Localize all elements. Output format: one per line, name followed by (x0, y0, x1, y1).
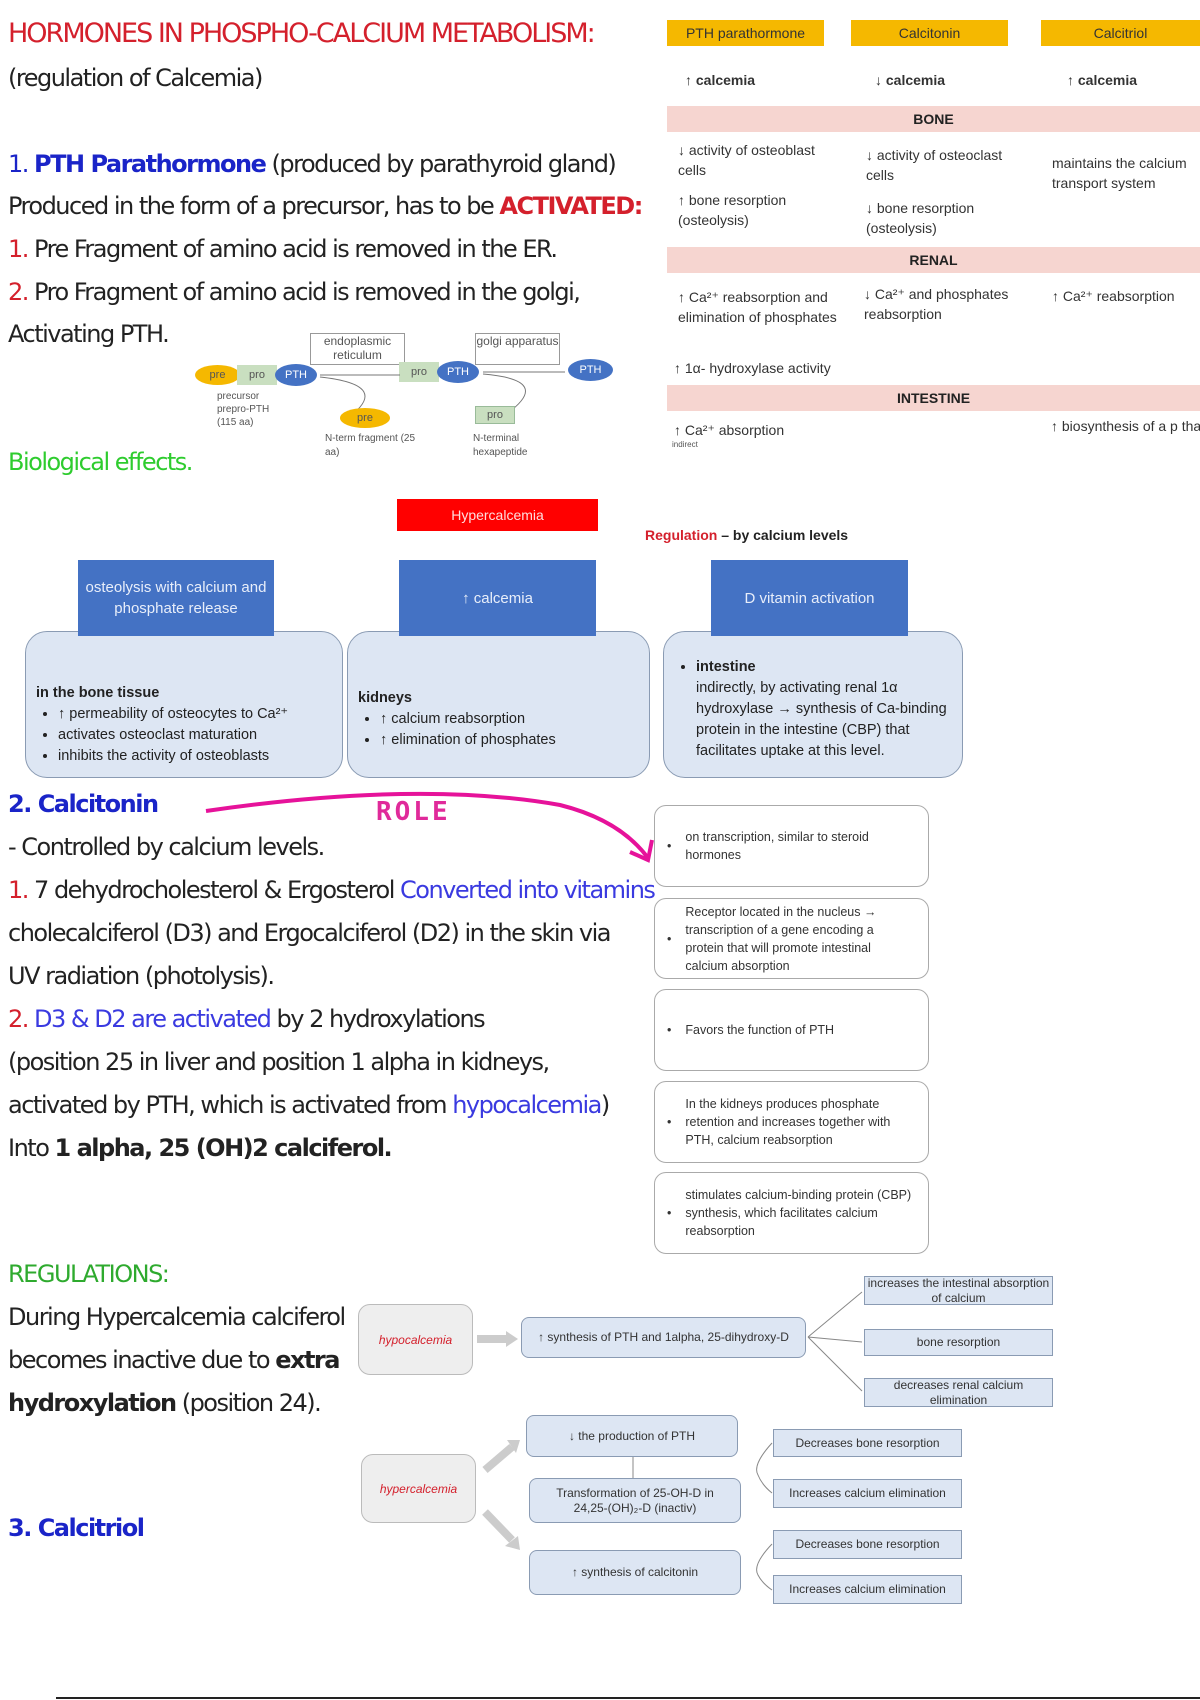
col-header-calcitriol: Calcitriol (1041, 20, 1200, 46)
pre-fragment: pre (340, 408, 390, 428)
regulations-line2: becomes inactive due to extra (8, 1346, 340, 1374)
pth-step2: 2. Pro Fragment of amino acid is removed… (8, 278, 581, 306)
precursor-label: precursor prepro-PTH (115 aa) (217, 391, 270, 428)
renal-calcitriol: ↑ Ca²⁺ reabsorption (1052, 288, 1175, 304)
bio-effects-heading: Biological effects. (8, 448, 193, 476)
calcitonin-line8: Into 1 alpha, 25 (OH)2 calciferol. (8, 1134, 393, 1162)
renal-hydroxylase: ↑ 1α- hydroxylase activity (674, 360, 831, 376)
renal-calcitonin: ↓ Ca²⁺ and phosphates reabsorption (864, 286, 1009, 322)
hyper-effect: Decreases bone resorption (773, 1429, 962, 1457)
col-header-pth: PTH parathormone (667, 20, 824, 46)
hyper-effect: Decreases bone resorption (773, 1530, 962, 1559)
calcitonin-heading: 2. Calcitonin (8, 790, 159, 818)
hexapeptide-label: N-terminal hexapeptide (473, 433, 528, 458)
effect-item: ↑ calcium reabsorption (380, 709, 639, 730)
regulations-line1: During Hypercalcemia calciferol (8, 1303, 346, 1331)
effect-box-intestine: intestine indirectly, by activating renal… (663, 631, 963, 778)
er-label: endoplasmic reticulum (310, 333, 405, 365)
calcemia-calcitriol: ↑ calcemia (1067, 72, 1138, 88)
role-box: •In the kidneys produces phosphate reten… (654, 1081, 929, 1163)
calcitonin-line3: cholecalciferol (D3) and Ergocalciferol … (8, 919, 612, 947)
effect-item: inhibits the activity of osteoblasts (58, 746, 332, 767)
regulations-heading: REGULATIONS: (8, 1260, 170, 1288)
bone-pth-1: ↓ activity of osteoblast cells (678, 142, 815, 178)
pth-step1: 1. Pre Fragment of amino acid is removed… (8, 235, 558, 263)
effect-title-calcemia: ↑ calcemia (399, 560, 596, 636)
effect-item: activates osteoclast maturation (58, 725, 332, 746)
renal-pth: ↑ Ca²⁺ reabsorption and elimination of p… (678, 289, 837, 325)
regulations-line3: hydroxylation (position 24). (8, 1389, 322, 1417)
hypocalcemia-node: hypocalcemia (358, 1304, 473, 1375)
band-bone: BONE (667, 106, 1200, 132)
bone-calcitonin-1: ↓ activity of osteoclast cells (866, 147, 1003, 183)
pth-line1: Produced in the form of a precursor, has… (8, 192, 643, 220)
hyper-pth-node: ↓ the production of PTH (526, 1415, 738, 1457)
bone-pth-2: ↑ bone resorption (osteolysis) (678, 192, 787, 228)
effect-head: in the bone tissue (36, 684, 160, 701)
calcitonin-line7: activated by PTH, which is activated fro… (8, 1091, 610, 1119)
pth-line-end: Activating PTH. (8, 320, 170, 348)
pth-segment: PTH (437, 361, 479, 383)
page-title: HORMONES IN PHOSPHO-CALCIUM METABOLISM: (8, 18, 596, 49)
pro-segment: pro (399, 362, 439, 382)
calcitonin-line2: 1. 7 dehydrocholesterol & Ergosterol Con… (8, 876, 656, 904)
regulation-note: Regulation – by calcium levels (645, 527, 849, 543)
role-box: •Receptor located in the nucleus → trans… (654, 898, 929, 979)
calcitonin-line6: (position 25 in liver and position 1 alp… (8, 1048, 550, 1076)
pre-segment: pre (195, 365, 240, 385)
hyper-calcitonin-node: ↑ synthesis of calcitonin (529, 1550, 741, 1595)
hyper-effect: Increases calcium elimination (773, 1575, 962, 1604)
hypo-effect: increases the intestinal absorption of c… (864, 1276, 1053, 1305)
intestine-calcitriol: ↑ biosynthesis of a p that promotes Ca²⁺… (1051, 418, 1200, 434)
hyper-transform-node: Transformation of 25-OH-D in 24,25-(OH)₂… (529, 1478, 741, 1523)
pro-fragment: pro (475, 406, 515, 424)
calcitonin-line4: UV radiation (photolysis). (8, 962, 275, 990)
pth-activation-diagram: endoplasmic reticulum golgi apparatus pr… (195, 330, 615, 465)
role-annotation: ROLE (376, 797, 451, 827)
hypo-effect: bone resorption (864, 1329, 1053, 1356)
effect-head: intestine (696, 659, 756, 675)
hypercalcemia-label: Hypercalcemia (397, 499, 598, 531)
col-header-calcitonin: Calcitonin (851, 20, 1008, 46)
calcitonin-line1: - Controlled by calcium levels. (8, 833, 325, 861)
pth-segment: PTH (275, 364, 317, 386)
effect-body: indirectly, by activating renal 1α hydro… (696, 680, 947, 759)
pth-mature: PTH (568, 359, 613, 381)
calcemia-pth: ↑ calcemia (685, 72, 756, 88)
intestine-pth: ↑ Ca²⁺ absorption (674, 422, 785, 438)
effect-item: ↑ permeability of osteocytes to Ca²⁺ (58, 704, 332, 725)
calcitriol-heading: 3. Calcitriol (8, 1514, 145, 1542)
bone-calcitonin-2: ↓ bone resorption (osteolysis) (866, 200, 975, 236)
role-box: •stimulates calcium-binding protein (CBP… (654, 1172, 929, 1254)
effect-head: kidneys (358, 690, 412, 706)
effect-box-kidneys: kidneys ↑ calcium reabsorption↑ eliminat… (347, 631, 650, 778)
pro-segment: pro (237, 365, 277, 385)
bottom-divider (56, 1697, 1200, 1699)
hypo-effect: decreases renal calcium elimination (864, 1378, 1053, 1407)
effect-title-vitamin-d: D vitamin activation (711, 560, 908, 636)
pth-heading: 1. PTH Parathormone (produced by parathy… (8, 150, 617, 178)
hypercalcemia-node: hypercalcemia (361, 1454, 476, 1523)
effect-box-bone: in the bone tissue ↑ permeability of ost… (25, 631, 343, 778)
intestine-note: indirect (672, 440, 698, 449)
hypo-action-node: ↑ synthesis of PTH and 1alpha, 25-dihydr… (521, 1317, 806, 1358)
role-box: •on transcription, similar to steroid ho… (654, 805, 929, 887)
role-box: •Favors the function of PTH (654, 989, 929, 1071)
hyper-effect: Increases calcium elimination (773, 1479, 962, 1508)
calcemia-calcitonin: ↓ calcemia (875, 72, 946, 88)
band-intestine: INTESTINE (667, 385, 1200, 411)
effect-item: ↑ elimination of phosphates (380, 730, 639, 751)
golgi-label: golgi apparatus (475, 333, 560, 365)
band-renal: RENAL (667, 247, 1200, 273)
subtitle: (regulation of Calcemia) (8, 64, 263, 92)
calcitonin-line5: 2. D3 & D2 are activated by 2 hydroxylat… (8, 1005, 486, 1033)
nterm-label: N-term fragment (25 aa) (325, 433, 416, 458)
bone-calcitriol: maintains the calcium transport system (1052, 155, 1187, 191)
effect-title-osteolysis: osteolysis with calcium and phosphate re… (78, 560, 274, 636)
